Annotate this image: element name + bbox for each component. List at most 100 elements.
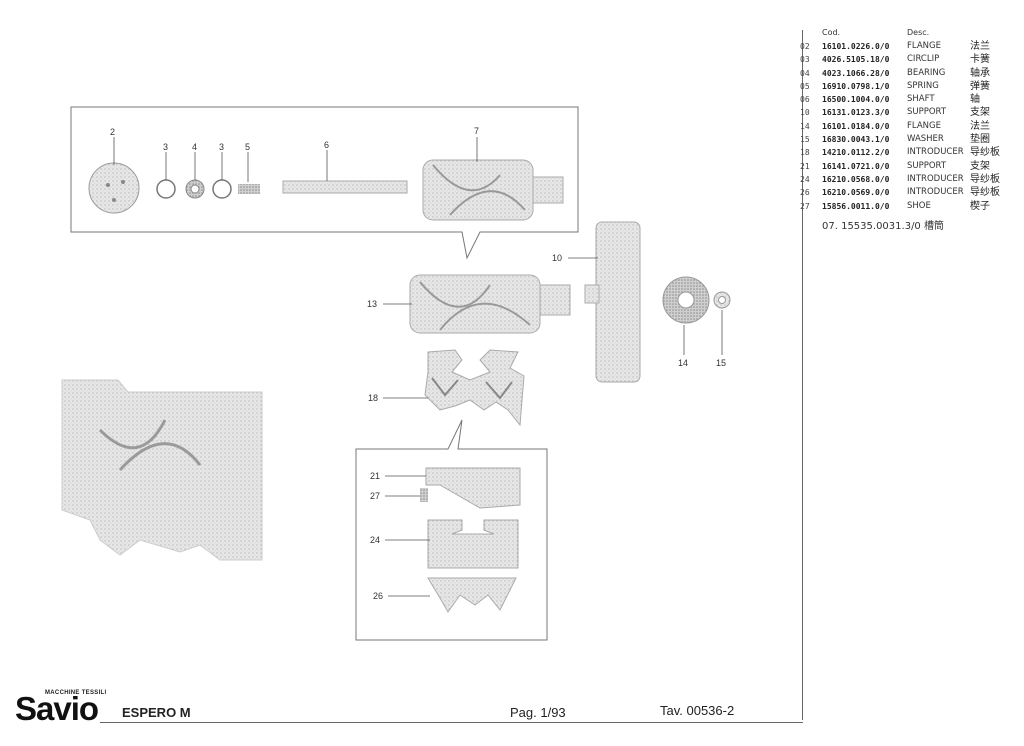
part-description: INTRODUCER — [907, 173, 964, 184]
part-chinese-name: 卡簧 — [970, 54, 990, 66]
part-index: 14 — [800, 121, 810, 131]
parts-table-row: 26 16210.0569.0/0 INTRODUCER 导纱板 — [800, 186, 1015, 199]
part-description: INTRODUCER — [907, 187, 964, 198]
part-support-21 — [425, 467, 521, 509]
callout-15: 15 — [716, 358, 726, 368]
part-description: SHAFT — [907, 94, 935, 105]
part-chinese-name: 导纱板 — [970, 173, 1000, 185]
part-description: FLANGE — [907, 120, 941, 131]
callout-2: 2 — [110, 127, 115, 137]
part-index: 06 — [800, 95, 810, 105]
part-description: FLANGE — [907, 41, 941, 51]
callout-labels: 2 3 4 3 5 6 7 10 13 14 15 18 21 27 24 26 — [110, 126, 726, 601]
callout-5: 5 — [245, 142, 250, 152]
part-code: 16210.0568.0/0 — [822, 174, 890, 184]
callout-leaders — [113, 137, 723, 597]
page-frame-bottom — [100, 722, 803, 723]
part-code: 16830.0043.1/0 — [822, 135, 890, 145]
part-description: SPRING — [907, 80, 939, 91]
part-flange-14 — [662, 276, 710, 324]
callout-3b: 3 — [219, 142, 224, 152]
callout-13: 13 — [367, 299, 377, 309]
part-spring-5 — [238, 184, 260, 194]
part-index: 10 — [800, 108, 810, 118]
part-washer-15 — [713, 291, 731, 309]
part-chinese-name: 弹簧 — [970, 80, 990, 92]
part-chinese-name: 轴 — [970, 94, 980, 106]
callout-26: 26 — [373, 591, 383, 601]
part-chinese-name: 楔子 — [970, 200, 990, 212]
parts-table-row: 24 16210.0568.0/0 INTRODUCER 导纱板 — [800, 173, 1015, 186]
part-circlip-3b — [212, 179, 232, 199]
savio-logo: Savio — [15, 690, 99, 727]
part-description: WASHER — [907, 134, 944, 145]
part-introducer-18 — [424, 349, 525, 427]
page-frame-right — [802, 30, 803, 720]
part-index: 27 — [800, 201, 810, 211]
parts-table-extra-line: 07. 15535.0031.3/0 槽筒 — [822, 221, 944, 232]
part-chinese-name: 法兰 — [970, 120, 990, 132]
part-code: 16101.0184.0/0 — [822, 121, 890, 131]
part-code: 15856.0011.0/0 — [822, 201, 890, 211]
parts-table-header: Cod. Desc. — [800, 28, 1015, 40]
part-chinese-name: 法兰 — [970, 41, 990, 52]
callout-14: 14 — [678, 358, 688, 368]
part-index: 03 — [800, 55, 810, 65]
detail-box-top — [70, 106, 579, 260]
part-chinese-name: 支架 — [970, 107, 990, 119]
part-shaft-6 — [282, 180, 408, 194]
part-index: 02 — [800, 42, 810, 51]
desc-header: Desc. — [907, 28, 930, 37]
part-chinese-name: 垫圈 — [970, 134, 990, 146]
model-name: ESPERO M — [122, 705, 191, 720]
callout-7: 7 — [474, 126, 479, 136]
part-drum-13 — [409, 274, 571, 334]
parts-table-row: 02 16101.0226.0/0 FLANGE 法兰 — [800, 40, 1015, 53]
part-code: 14210.0112.2/0 — [822, 148, 890, 158]
part-index: 04 — [800, 68, 810, 78]
part-code: 16210.0569.0/0 — [822, 188, 890, 198]
exploded-drawing: 2 3 4 3 5 6 7 10 13 14 15 18 21 27 24 26 — [61, 106, 731, 641]
part-code: 16131.0123.3/0 — [822, 108, 890, 118]
assembly-view — [61, 379, 263, 561]
part-introducer-26 — [427, 577, 517, 613]
callout-10: 10 — [552, 253, 562, 263]
table-number: Tav. 00536-2 — [660, 703, 735, 718]
part-index: 21 — [800, 161, 810, 171]
callout-21: 21 — [370, 471, 380, 481]
part-chinese-name: 导纱板 — [970, 147, 1000, 159]
part-description: CIRCLIP — [907, 54, 940, 65]
part-index: 24 — [800, 174, 810, 184]
part-index: 05 — [800, 81, 810, 91]
part-code: 16910.0798.1/0 — [822, 81, 890, 91]
part-code: 16101.0226.0/0 — [822, 42, 890, 51]
callout-4: 4 — [192, 142, 197, 152]
part-description: INTRODUCER — [907, 147, 964, 158]
part-flange-2 — [88, 162, 140, 214]
part-chinese-name: 轴承 — [970, 67, 990, 79]
parts-table-row: 05 16910.0798.1/0 SPRING 弹簧 — [800, 80, 1015, 93]
detail-box-bottom — [355, 419, 548, 641]
part-bearing-4 — [185, 179, 205, 199]
part-support-10 — [584, 221, 641, 383]
part-circlip-3a — [156, 179, 176, 199]
parts-table-row: 06 16500.1004.0/0 SHAFT 轴 — [800, 93, 1015, 106]
part-chinese-name: 导纱板 — [970, 187, 1000, 199]
part-code: 16141.0721.0/0 — [822, 161, 890, 171]
part-description: SUPPORT — [907, 107, 947, 118]
callout-27: 27 — [370, 491, 380, 501]
part-code: 4023.1066.28/0 — [822, 68, 890, 78]
part-drum-7 — [422, 159, 564, 221]
parts-table-row: 03 4026.5105.18/0 CIRCLIP 卡簧 — [800, 53, 1015, 66]
part-index: 26 — [800, 188, 810, 198]
callout-18: 18 — [368, 393, 378, 403]
callout-6: 6 — [324, 140, 329, 150]
part-code: 4026.5105.18/0 — [822, 55, 890, 65]
part-code: 16500.1004.0/0 — [822, 95, 890, 105]
part-index: 18 — [800, 148, 810, 158]
